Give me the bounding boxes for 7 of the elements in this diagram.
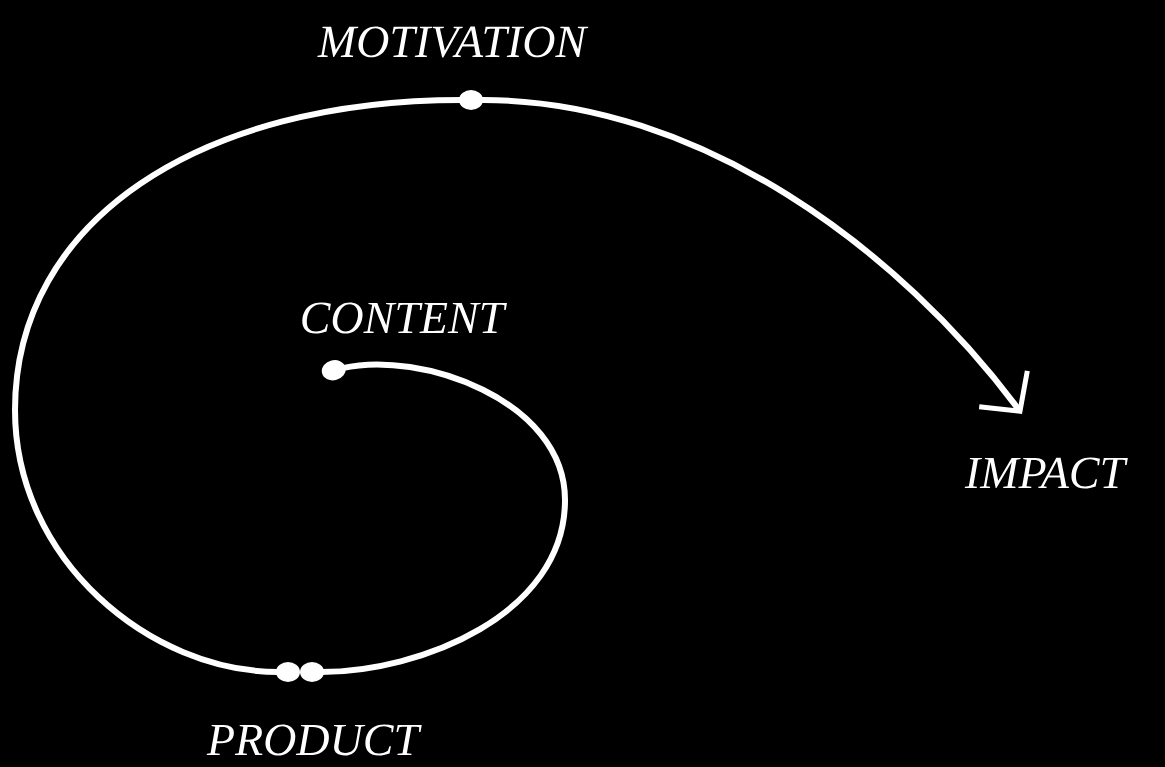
curved-arrow — [480, 97, 1030, 414]
node-label: CONTENT — [302, 302, 507, 334]
node-label: PRODUCT — [206, 724, 422, 756]
node-label: IMPACT — [964, 457, 1128, 489]
curved-arrow — [12, 90, 483, 682]
node-label: MOTIVATION — [317, 26, 589, 58]
curved-arrow — [300, 360, 568, 682]
